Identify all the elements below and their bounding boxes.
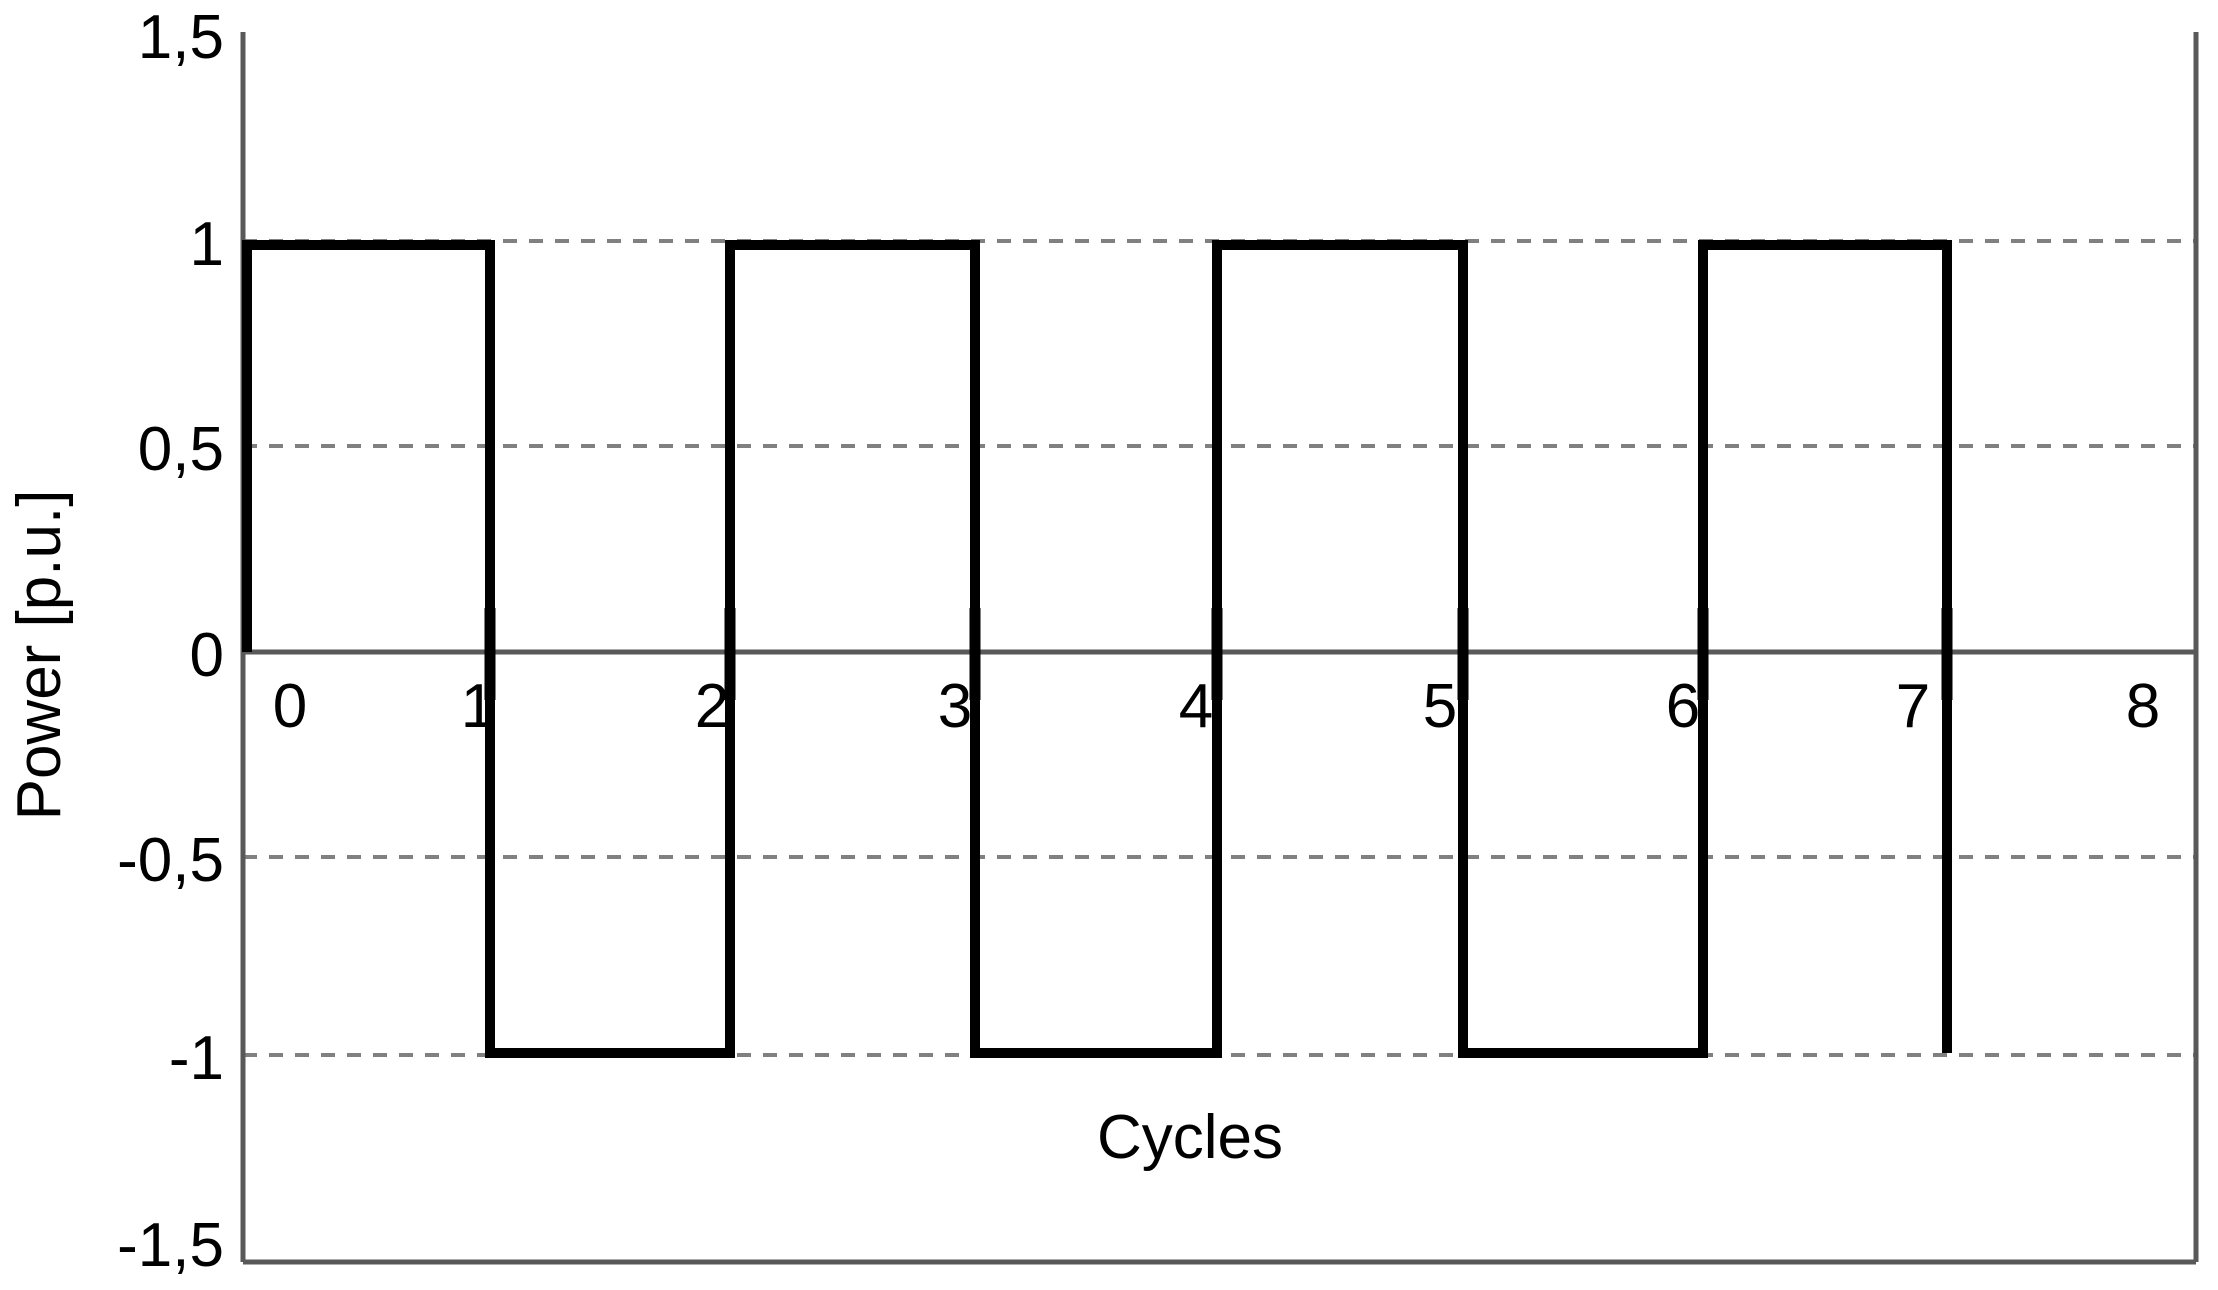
x-tick-label-4: 4 (1179, 672, 1213, 741)
x-tick-label-8: 8 (2126, 672, 2160, 741)
y-tick-label-1: 1 (190, 210, 224, 279)
y-axis-tick-labels: 1,5 1 0,5 0 -0,5 -1 -1,5 (117, 3, 224, 1280)
x-axis-title: Cycles (1097, 1103, 1283, 1172)
x-tick-label-5: 5 (1423, 672, 1457, 741)
y-tick-label-1p5: 1,5 (138, 3, 224, 72)
y-axis-title: Power [p.u.] (5, 490, 74, 821)
y-tick-label-neg1p5: -1,5 (117, 1211, 224, 1280)
x-axis-tick-labels: 0 1 2 3 4 5 6 7 8 (273, 672, 2160, 741)
x-tick-label-0: 0 (273, 672, 307, 741)
x-tick-label-2: 2 (695, 672, 729, 741)
x-axis-ticks (484, 608, 1953, 700)
y-tick-label-0p5: 0,5 (138, 415, 224, 484)
x-tick-label-3: 3 (938, 672, 972, 741)
y-tick-label-neg0p5: -0,5 (117, 826, 224, 895)
x-tick-label-6: 6 (1666, 672, 1700, 741)
y-tick-label-0: 0 (190, 621, 224, 690)
x-tick-label-1: 1 (461, 672, 495, 741)
x-tick-label-7: 7 (1896, 672, 1930, 741)
y-tick-label-neg1: -1 (169, 1024, 224, 1093)
